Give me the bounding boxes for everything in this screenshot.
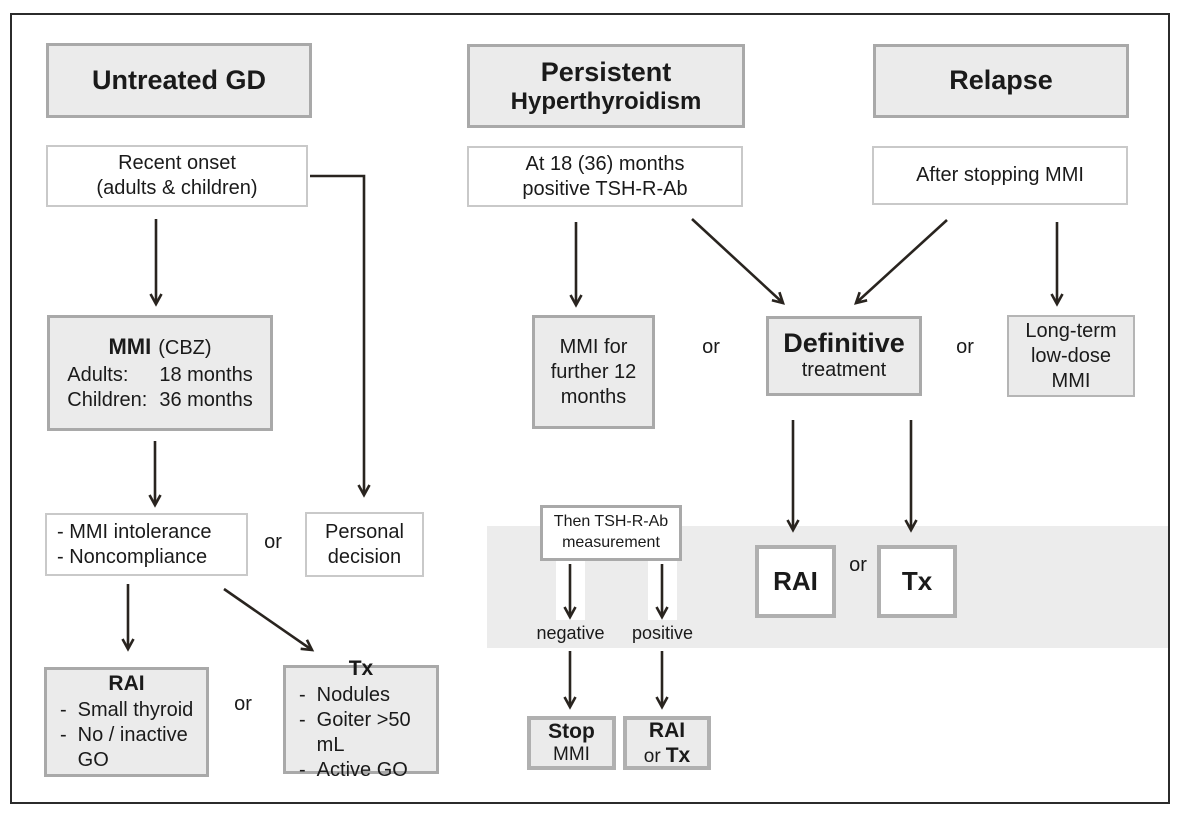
node-at18-months: At 18 (36) months positive TSH-R-Ab: [467, 146, 743, 207]
node-band-tx: Tx: [877, 545, 957, 618]
or-label: or: [234, 693, 252, 715]
bullet: -: [299, 758, 306, 781]
label: Adults:: [67, 364, 129, 386]
label: Stop: [548, 720, 595, 744]
label: Tx: [901, 566, 933, 597]
node-title: Tx: [348, 657, 374, 681]
node-title: MMI (CBZ): [108, 333, 211, 361]
header-label: Untreated GD: [91, 64, 267, 95]
node-rai-option: RAI - Small thyroid - No / inactive GO: [44, 667, 209, 777]
label: RAI: [648, 718, 686, 742]
label: RAI: [773, 566, 818, 597]
label: Recent onset: [118, 152, 236, 174]
label: After stopping MMI: [916, 164, 1084, 186]
list-item: - No / inactive GO: [60, 723, 200, 773]
node-after-stopping: After stopping MMI: [872, 146, 1128, 205]
label: months: [560, 385, 627, 408]
node-then-tshrab: Then TSH-R-Ab measurement: [540, 505, 682, 561]
arrow-backdrop-negative: [556, 560, 585, 620]
arrow-backdrop-positive: [648, 560, 677, 620]
node-mmi-further: MMI for further 12 months: [532, 315, 655, 429]
label: decision: [327, 545, 402, 568]
header-label: Persistent: [540, 56, 672, 87]
label: further 12: [550, 360, 637, 383]
node-relapse-header: Relapse: [873, 44, 1129, 118]
list-item: - Nodules: [299, 683, 390, 708]
label: or: [643, 745, 661, 767]
node-definitive-treatment: Definitive treatment: [766, 316, 922, 396]
label: (adults & children): [96, 177, 258, 199]
label: - MMI intolerance: [57, 520, 212, 543]
label: low-dose: [1030, 344, 1112, 367]
node-criteria: - MMI intolerance - Noncompliance: [45, 513, 248, 576]
header-label: Relapse: [949, 65, 1053, 96]
or-label: or: [702, 336, 720, 358]
node-band-rai: RAI: [755, 545, 836, 618]
label: (CBZ): [158, 337, 212, 359]
node-title: RAI: [108, 672, 145, 696]
positive-label: positive: [631, 623, 694, 643]
node-recent-onset: Recent onset (adults & children): [46, 145, 308, 207]
label: Nodules: [316, 683, 391, 706]
or-label: or: [849, 554, 867, 576]
label: positive TSH-R-Ab: [522, 177, 688, 200]
label: measurement: [562, 534, 660, 551]
label: MMI: [553, 744, 590, 766]
node-persistent-header: Persistent Hyperthyroidism: [467, 44, 745, 128]
node-stop-mmi: Stop MMI: [527, 716, 616, 770]
duration-table: Adults: 18 months Children: 36 months: [67, 363, 252, 413]
node-mmi-cbz: MMI (CBZ) Adults: 18 months Children: 36…: [47, 315, 273, 431]
bullet: -: [299, 708, 306, 731]
label-row: or Tx: [644, 743, 690, 769]
negative-label: negative: [536, 623, 605, 643]
label: Tx: [665, 743, 691, 767]
diagram-frame: [10, 13, 1170, 804]
label: Small thyroid: [77, 698, 194, 721]
list-item: - Small thyroid: [60, 698, 193, 723]
label: Goiter >50 mL: [316, 708, 411, 756]
node-untreated-gd-header: Untreated GD: [46, 43, 312, 118]
label: Personal: [325, 520, 404, 543]
label: - Noncompliance: [57, 545, 208, 568]
label: Active GO: [316, 758, 408, 781]
value: 36 months: [159, 389, 253, 411]
label: MMI: [1051, 369, 1091, 392]
label: MMI: [108, 334, 152, 359]
bullet-list: - Small thyroid - No / inactive GO: [47, 698, 206, 773]
label: Long-term: [1025, 319, 1117, 342]
node-personal-decision: Personal decision: [305, 512, 424, 577]
bullet: -: [60, 723, 67, 746]
bullet-list: - Nodules - Goiter >50 mL - Active GO: [286, 683, 436, 783]
list-item: - Goiter >50 mL: [299, 708, 430, 758]
list-item: - Active GO: [299, 758, 408, 783]
label: Children:: [67, 389, 148, 411]
label: No / inactive GO: [77, 723, 188, 771]
or-label: or: [956, 336, 974, 358]
node-tx-option: Tx - Nodules - Goiter >50 mL - Active GO: [283, 657, 439, 781]
node-longterm-mmi: Long-term low-dose MMI: [1007, 315, 1135, 397]
or-label: or: [264, 531, 282, 553]
node-title: Definitive: [783, 327, 905, 358]
value: 18 months: [159, 364, 253, 386]
bullet: -: [60, 698, 67, 721]
label: Then TSH-R-Ab: [553, 513, 669, 531]
node-rai-or-tx: RAI or Tx: [623, 716, 711, 770]
label: At 18 (36) months: [525, 152, 685, 175]
bullet: -: [299, 683, 306, 706]
header-label: Hyperthyroidism: [510, 87, 702, 115]
label: MMI for: [559, 335, 628, 358]
label: treatment: [801, 359, 887, 382]
